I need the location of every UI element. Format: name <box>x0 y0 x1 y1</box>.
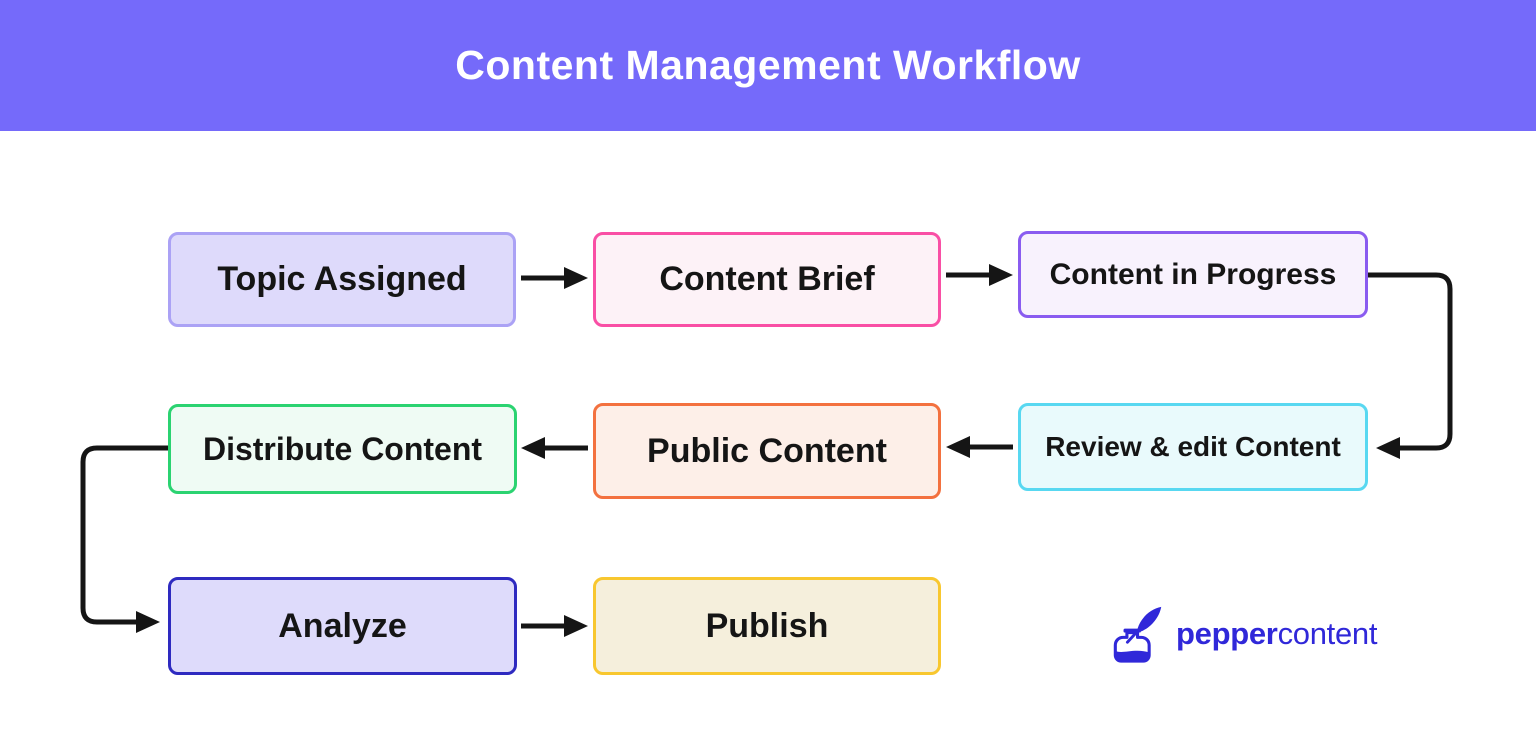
logo-text-pepper: pepper <box>1176 616 1278 651</box>
node-content-brief: Content Brief <box>593 232 941 327</box>
header-banner: Content Management Workflow <box>0 0 1536 131</box>
arrow-review-to-public <box>946 436 1013 458</box>
node-publish: Publish <box>593 577 941 675</box>
node-label: Topic Assigned <box>217 260 467 298</box>
node-review-edit-content: Review & edit Content <box>1018 403 1368 491</box>
node-label: Distribute Content <box>202 430 483 467</box>
node-content-in-progress: Content in Progress <box>1018 231 1368 318</box>
node-label: Publish <box>705 606 829 645</box>
node-label: Content in Progress <box>1049 257 1337 291</box>
arrow-analyze-to-publish <box>521 615 588 637</box>
logo-text-content: content <box>1277 616 1378 651</box>
node-topic-assigned: Topic Assigned <box>168 232 516 327</box>
node-public-content: Public Content <box>593 403 941 499</box>
node-analyze: Analyze <box>168 577 517 675</box>
node-label: Analyze <box>278 606 407 645</box>
ink-pot-quill-icon <box>1113 606 1162 663</box>
arrow-brief-to-progress <box>946 264 1013 286</box>
arrow-progress-to-review <box>1368 272 1453 459</box>
arrow-public-to-distribute <box>521 437 588 459</box>
node-distribute-content: Distribute Content <box>168 404 517 494</box>
logo-wordmark: peppercontent <box>1176 616 1377 652</box>
arrow-topic-to-brief <box>521 267 588 289</box>
arrow-distribute-to-analyze <box>80 445 168 633</box>
page-title: Content Management Workflow <box>455 42 1081 88</box>
node-label: Public Content <box>647 431 887 470</box>
node-label: Review & edit Content <box>1045 431 1341 462</box>
node-label: Content Brief <box>659 260 875 298</box>
peppercontent-logo: peppercontent <box>1110 604 1377 664</box>
